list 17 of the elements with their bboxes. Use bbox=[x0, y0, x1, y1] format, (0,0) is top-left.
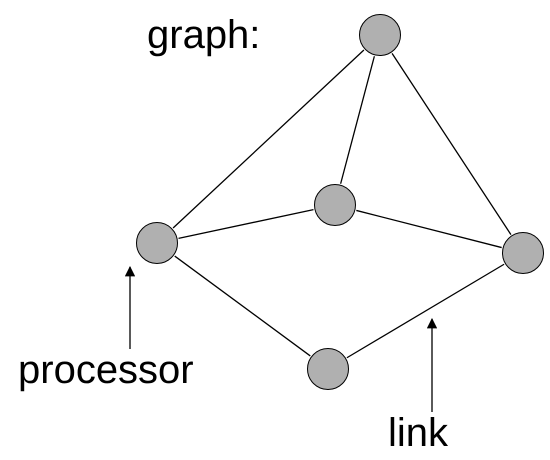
node-label: link bbox=[388, 410, 470, 456]
link-line bbox=[346, 264, 504, 358]
link-line bbox=[178, 208, 314, 240]
link-line bbox=[340, 56, 375, 184]
leader-arrow bbox=[426, 318, 438, 412]
link-line bbox=[356, 210, 502, 248]
leader-arrow bbox=[124, 266, 136, 349]
circle-node bbox=[359, 14, 401, 56]
link-line bbox=[174, 256, 311, 356]
node-label: processor bbox=[18, 347, 242, 393]
circle-node bbox=[502, 232, 544, 274]
link-line bbox=[392, 53, 512, 235]
title: graph: bbox=[147, 12, 260, 58]
circle-node bbox=[314, 184, 356, 226]
circle-node bbox=[136, 222, 178, 264]
link-line bbox=[172, 50, 364, 228]
circle-node bbox=[307, 348, 349, 390]
